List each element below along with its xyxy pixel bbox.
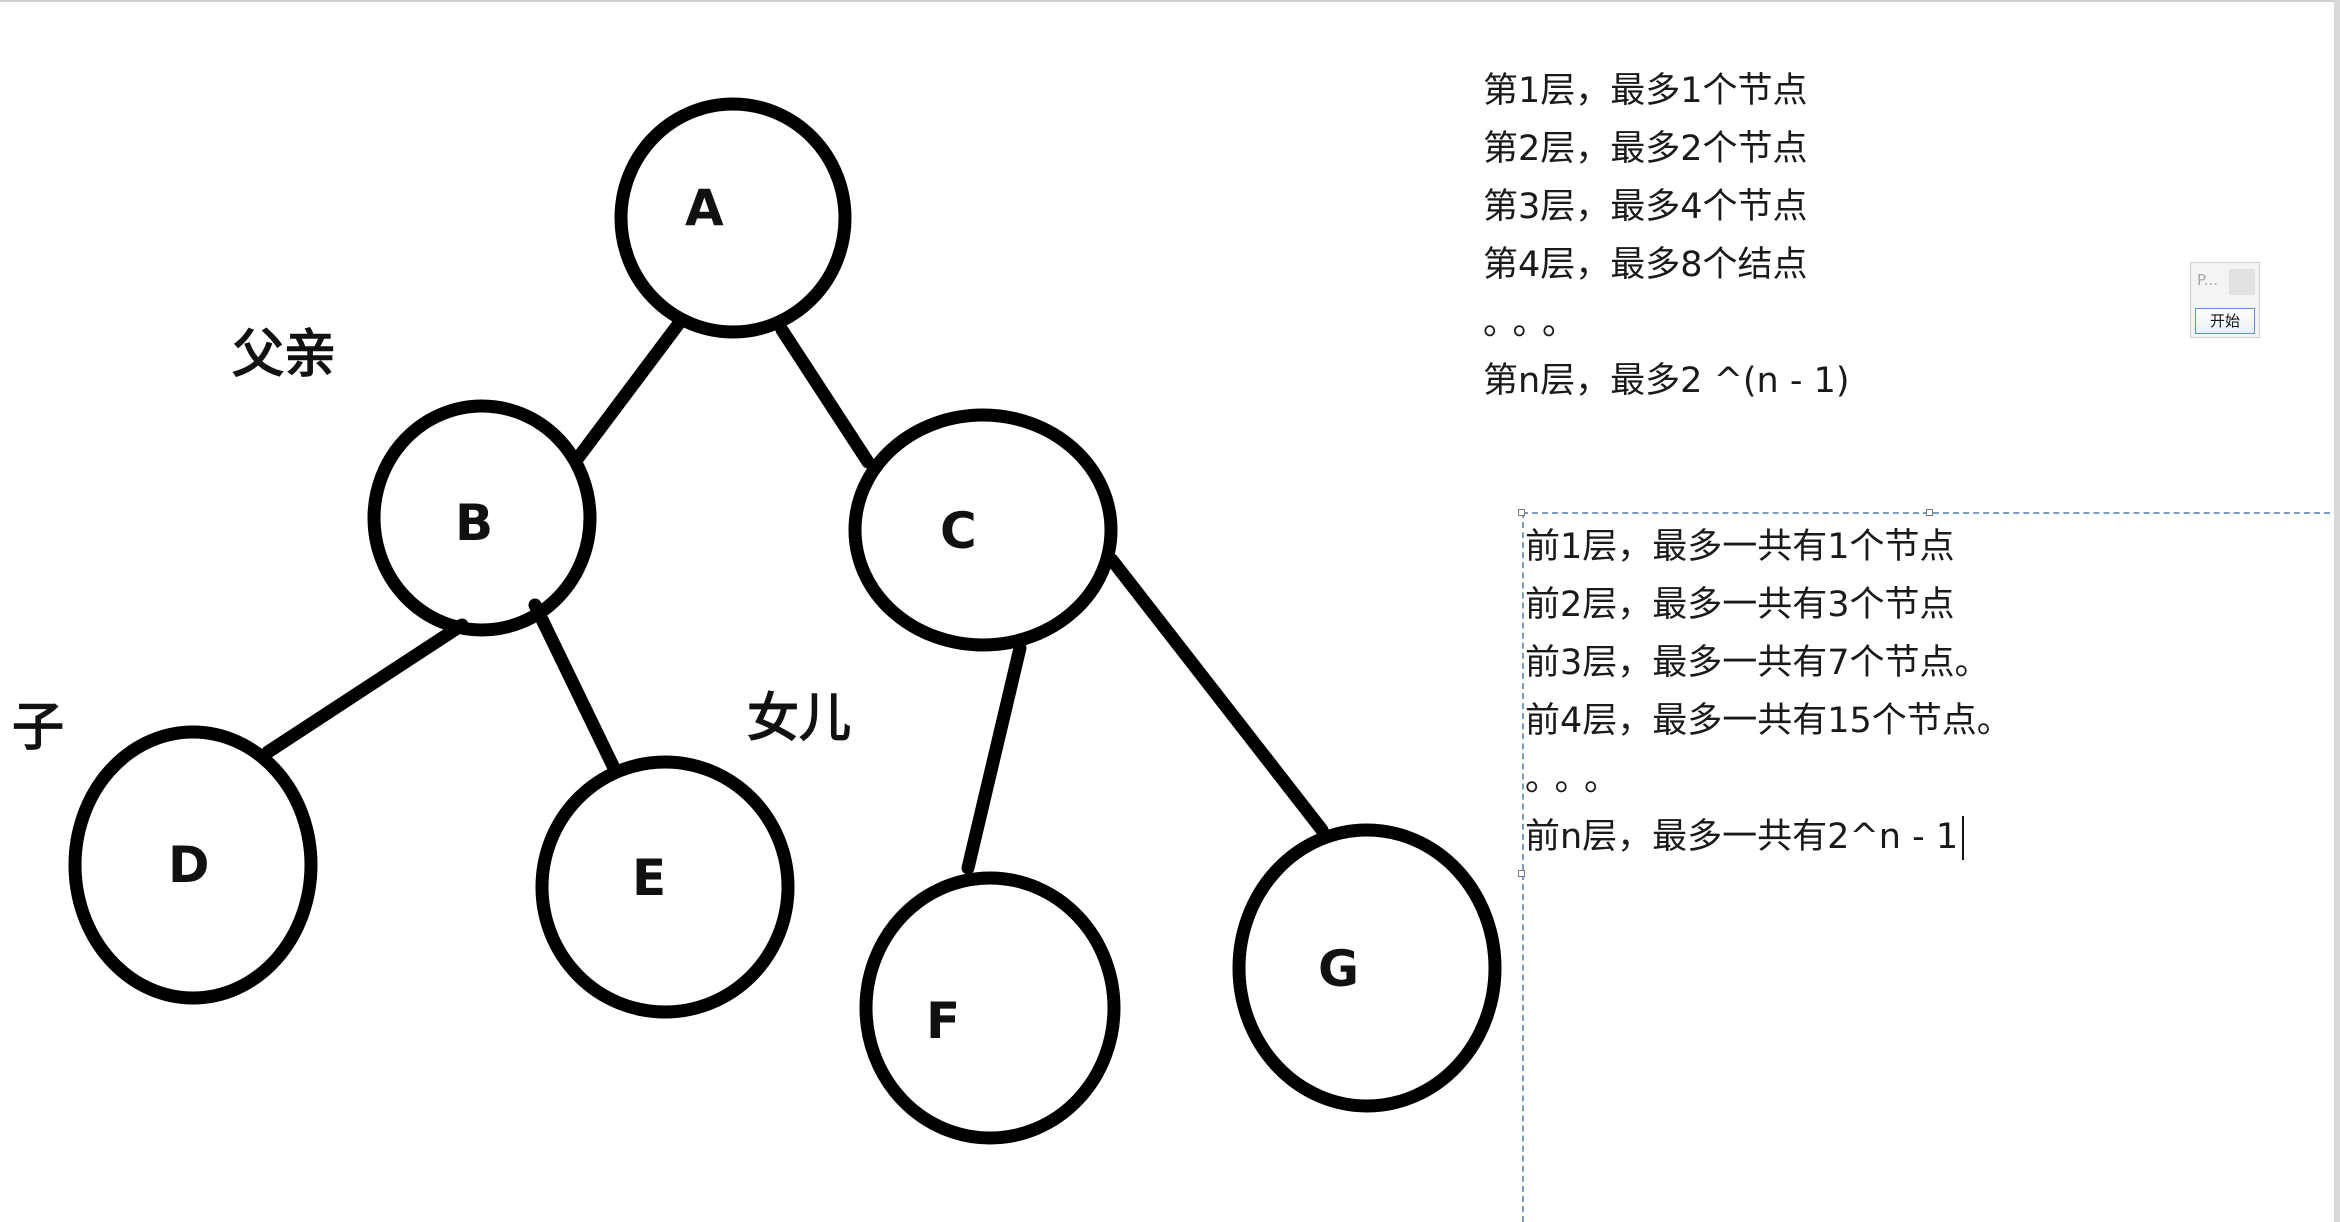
node-a-label: A [685, 179, 724, 237]
total-line-3: 前3层，最多一共有7个节点。 [1525, 643, 1990, 683]
node-c-circle [848, 408, 1118, 652]
total-line-n: 前n层，最多一共有2^n - 1 [1525, 817, 1959, 857]
edge-c-g [1105, 553, 1329, 837]
level-line-2: 第2层，最多2个节点 [1483, 129, 1808, 169]
cumulative-node-count-text[interactable]: 前1层，最多一共有1个节点 前2层，最多一共有3个节点 前3层，最多一共有7个节… [1525, 518, 2012, 866]
level-line-4: 第4层，最多8个结点 [1483, 245, 1808, 285]
floating-widget[interactable]: P... 开始 [2190, 262, 2260, 338]
total-line-1: 前1层，最多一共有1个节点 [1525, 527, 1955, 567]
edge-b-d [261, 618, 469, 759]
top-border [0, 0, 2340, 2]
node-e-label: E [632, 849, 666, 907]
node-a-circle [614, 97, 852, 339]
level-line-1: 第1层，最多1个节点 [1483, 71, 1808, 111]
node-d-label: D [168, 836, 210, 894]
node-c-label: C [940, 502, 977, 560]
node-g-label: G [1318, 940, 1359, 998]
father-label: 父亲 [232, 325, 336, 385]
text-caret [1962, 816, 1965, 860]
widget-thumbnail [2229, 269, 2255, 295]
total-line-n-row: 前n层，最多一共有2^n - 1 [1525, 808, 2012, 866]
node-b-circle [367, 399, 597, 637]
node-g-circle [1232, 823, 1502, 1113]
resize-handle-top-middle[interactable] [1926, 509, 1933, 516]
daughter-label: 女儿 [747, 689, 851, 749]
node-d-circle [68, 725, 318, 1005]
total-line-2: 前2层，最多一共有3个节点 [1525, 585, 1955, 625]
edge-a-b [571, 315, 687, 465]
start-button[interactable]: 开始 [2195, 308, 2255, 334]
level-ellipsis: 。。。 [1483, 303, 1590, 343]
level-line-3: 第3层，最多4个节点 [1483, 187, 1808, 227]
binary-tree-diagram: A B C D E F G 父亲 子 女儿 [12, 97, 1502, 1145]
edge-c-f [961, 641, 1027, 875]
level-node-count-text[interactable]: 第1层，最多1个节点 第2层，最多2个节点 第3层，最多4个节点 第4层，最多8… [1483, 62, 1850, 410]
total-line-4: 前4层，最多一共有15个节点。 [1525, 701, 2012, 741]
edge-a-c [775, 323, 875, 469]
node-b-label: B [455, 494, 493, 552]
total-ellipsis: 。。。 [1525, 759, 1632, 799]
right-edge-scrollbar[interactable] [2334, 0, 2340, 1222]
resize-handle-middle-left[interactable] [1518, 870, 1525, 877]
node-e-circle [535, 755, 795, 1019]
son-label: 子 [12, 698, 64, 758]
resize-handle-top-left[interactable] [1518, 509, 1525, 516]
level-line-n: 第n层，最多2 ^(n - 1) [1483, 361, 1850, 401]
widget-title: P... [2197, 271, 2219, 289]
node-f-label: F [926, 992, 960, 1050]
node-f-circle [859, 871, 1121, 1145]
edge-b-e [528, 598, 621, 775]
